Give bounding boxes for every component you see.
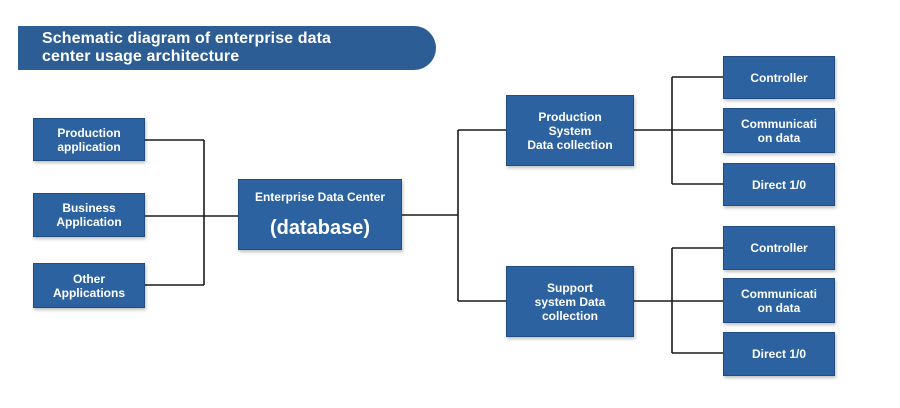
box-label-line: Controller (750, 70, 808, 85)
production-system-data-collection-box: Production System Data collection (506, 95, 634, 166)
box-label-line: application (57, 139, 121, 154)
box-label-line: Direct 1/0 (751, 177, 807, 192)
box-label-line: Applications (52, 285, 125, 300)
center-label: Enterprise Data Center (254, 189, 386, 204)
production-controller-box: Controller (723, 56, 835, 99)
title-line-1: Schematic diagram of enterprise data (42, 30, 332, 47)
other-applications-box: Other Applications (33, 263, 145, 308)
center-sublabel: (database) (269, 216, 371, 239)
support-direct-io-box: Direct 1/0 (723, 332, 835, 376)
box-label-line: Business (62, 201, 116, 215)
box-label-line: System (548, 123, 592, 138)
box-label-line: Controller (750, 241, 808, 255)
business-application-box: Business Application (33, 193, 145, 237)
title-line-2: center usage architecture (42, 48, 240, 65)
box-label-line: Data collection (527, 137, 613, 152)
support-communication-data-box: Communicati on data (723, 278, 835, 323)
box-label-line: Production (538, 109, 602, 124)
title-banner: Schematic diagram of enterprise data cen… (18, 26, 436, 70)
box-label-line: Support (547, 280, 593, 295)
box-label-line: Other (72, 271, 105, 286)
support-controller-box: Controller (723, 226, 835, 270)
production-communication-data-box: Communicati on data (723, 108, 835, 153)
box-label-line: Communicati (740, 116, 817, 131)
box-label-line: Application (56, 215, 122, 229)
support-system-data-collection-box: Support system Data collection (506, 266, 634, 337)
box-label-line: on data (757, 300, 801, 315)
box-label-line: on data (757, 130, 801, 145)
production-direct-io-box: Direct 1/0 (723, 163, 835, 206)
enterprise-data-center-box: Enterprise Data Center (database) (238, 179, 402, 250)
production-application-box: Production application (33, 118, 145, 161)
box-label-line: collection (541, 308, 598, 323)
box-label-line: system Data (534, 294, 606, 309)
box-label-line: Communicati (740, 286, 817, 301)
box-label-line: Production (57, 125, 121, 140)
box-label-line: Direct 1/0 (751, 347, 807, 361)
